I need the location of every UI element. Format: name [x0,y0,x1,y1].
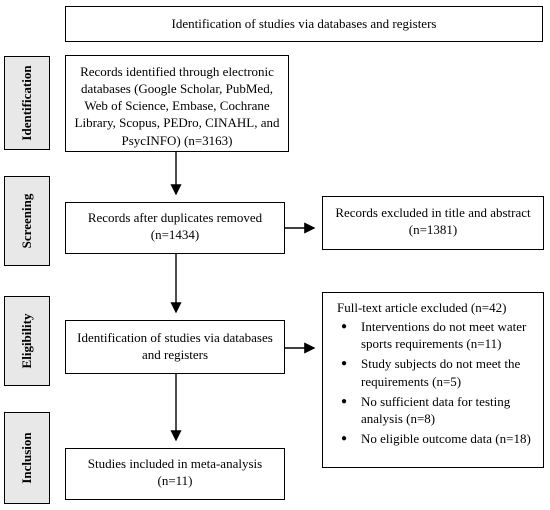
stage-label-screening: Screening [19,193,34,249]
duplicates-removed-line1: Records after duplicates removed [87,210,263,225]
fulltext-excluded-box: Full-text article excluded (n=42) Interv… [322,292,544,468]
records-identified-box: Records identified through electronic da… [65,55,289,152]
exclusion-reasons-list: Interventions do not meet water sports r… [335,318,537,447]
fulltext-excluded-title: Full-text article excluded (n=42) [337,300,507,315]
excluded-title-abstract-line1: Records excluded in title and abstract [335,205,531,220]
included-line1: Studies included in meta-analysis [87,456,263,471]
stage-label-inclusion: Inclusion [19,432,34,484]
exclusion-reason-item: Study subjects do not meet the requireme… [335,355,537,389]
exclusion-reason-item: No sufficient data for testing analysis … [335,393,537,427]
eligibility-text: Identification of studies via databases … [77,330,273,363]
exclusion-reason-text: Interventions do not meet water sports r… [361,319,527,352]
eligibility-box: Identification of studies via databases … [65,320,285,374]
duplicates-removed-line2: (n=1434) [150,227,200,243]
stage-label-identification: Identification [19,65,34,141]
stage-identification: Identification [4,56,50,150]
included-box: Studies included in meta-analysis (n=11) [65,448,285,500]
duplicates-removed-box: Records after duplicates removed (n=1434… [65,202,285,254]
exclusion-reason-item: Interventions do not meet water sports r… [335,318,537,352]
header-title: Identification of studies via databases … [171,16,437,31]
excluded-title-abstract-box: Records excluded in title and abstract (… [322,196,544,250]
stage-eligibility: Eligibility [4,296,50,386]
exclusion-reason-text: No sufficient data for testing analysis … [361,393,511,426]
stage-label-eligibility: Eligibility [19,313,34,369]
exclusion-reason-item: No eligible outcome data (n=18) [335,430,537,447]
included-line2: (n=11) [157,473,193,489]
stage-screening: Screening [4,176,50,266]
exclusion-reason-text: Study subjects do not meet the requireme… [361,356,521,389]
header-box: Identification of studies via databases … [65,6,543,42]
records-identified-text: Records identified through electronic da… [74,64,280,148]
exclusion-reason-text: No eligible outcome data (n=18) [361,431,531,447]
stage-inclusion: Inclusion [4,412,50,504]
excluded-title-abstract-line2: (n=1381) [408,222,458,238]
